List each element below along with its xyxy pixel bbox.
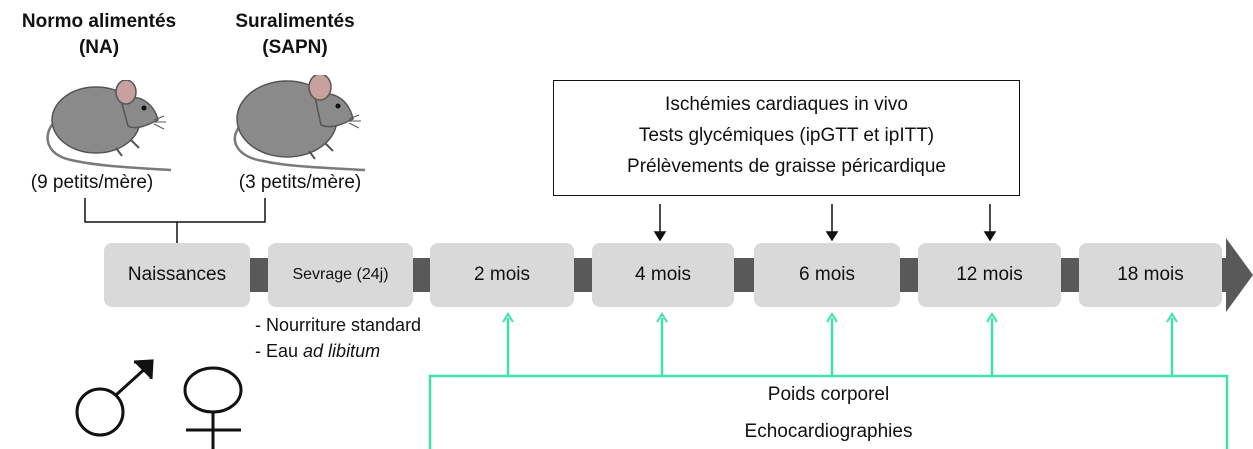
litter-size-sapn: (3 petits/mère) (238, 172, 362, 193)
male-symbol-icon (75, 359, 154, 437)
timeline-connector (250, 258, 268, 292)
mouse-na-icon (46, 80, 172, 172)
female-symbol-icon (183, 366, 243, 449)
analysis-item: Ischémies cardiaques in vivo (665, 94, 908, 115)
bracket-line (84, 198, 266, 243)
timeline-step-4-mois: 4 mois (592, 243, 734, 307)
timeline-step-18-mois: 18 mois (1079, 243, 1222, 307)
followup-bracket (428, 318, 1229, 449)
analysis-item: Tests glycémiques (ipGTT et ipITT) (638, 125, 935, 146)
weaning-note-food: - Nourriture standard (255, 315, 422, 335)
timeline-connector (574, 258, 592, 292)
analysis-box: Ischémies cardiaques in vivo Tests glycé… (553, 80, 1020, 196)
group-title-na: Normo alimentés (NA) (21, 11, 177, 58)
followup-body-weight: Poids corporel (767, 384, 890, 405)
timeline-step-12-mois: 12 mois (918, 243, 1061, 307)
group-title-sapn: Suralimentés (SAPN) (235, 11, 355, 58)
followup-echocardiography: Echocardiographies (744, 421, 913, 442)
weaning-note-water: - Eau ad libitum (255, 341, 381, 361)
timeline-connector (734, 258, 754, 292)
timeline-connector (413, 258, 430, 292)
timeline-connector (900, 258, 918, 292)
timeline-step-sevrage: Sevrage (24j) (268, 243, 413, 307)
timeline-step-6-mois: 6 mois (754, 243, 900, 307)
analysis-arrows (653, 204, 997, 242)
mouse-sapn-icon (233, 75, 366, 172)
timeline-connector (1061, 258, 1079, 292)
timeline-connector (1222, 258, 1228, 292)
litter-size-na: (9 petits/mère) (30, 172, 154, 193)
timeline-step-2-mois: 2 mois (430, 243, 574, 307)
analysis-item: Prélèvements de graisse péricardique (627, 156, 946, 177)
followup-arrowheads (502, 312, 1178, 323)
timeline-step-naissances: Naissances (104, 243, 250, 307)
